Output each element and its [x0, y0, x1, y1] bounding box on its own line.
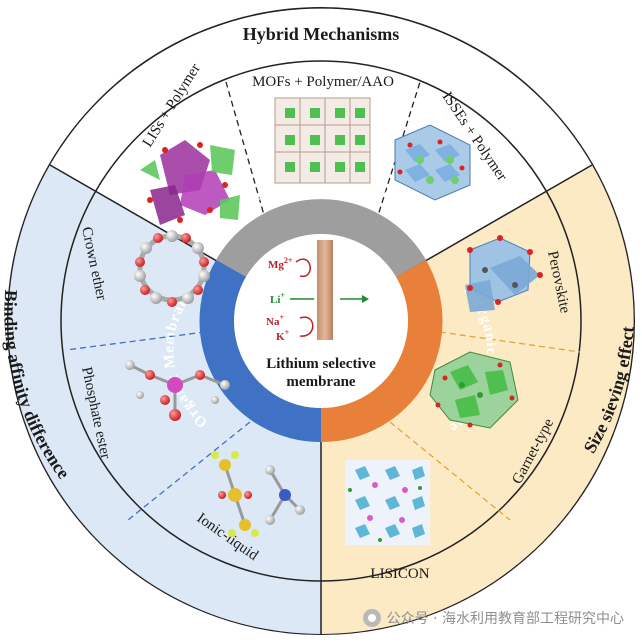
- label-lisicon: LISICON: [370, 566, 429, 582]
- label-mofs-polymer: MOFs + Polymer/AAO: [252, 74, 394, 90]
- dash-left-2: [127, 421, 251, 521]
- dash-right-2: [389, 421, 511, 521]
- dash-top-left: [225, 81, 267, 223]
- ion-k: K+: [276, 328, 290, 343]
- watermark: 公众号 · 海水利用教育部工程研究中心: [362, 608, 624, 628]
- ring-composite: [216, 199, 426, 277]
- ion-na: Na+: [266, 313, 284, 328]
- isses-structure: [394, 124, 471, 201]
- dash-right-1: [439, 331, 581, 353]
- membrane-slab: [317, 240, 333, 340]
- watermark-text: 公众号 · 海水利用教育部工程研究中心: [386, 611, 624, 627]
- dash-left-1: [65, 331, 206, 351]
- ion-mg: Mg2+: [268, 256, 293, 271]
- arrow-mg: [295, 258, 311, 277]
- arrowhead-li: [362, 295, 369, 303]
- crown-ether-molecule: [134, 230, 210, 307]
- wechat-icon: [362, 609, 381, 627]
- ion-li: Li+: [270, 291, 285, 306]
- ring-organic: [199, 260, 321, 443]
- ring-inorganic: [321, 260, 443, 443]
- ionic-liquid-molecule: [211, 451, 305, 537]
- center-title-line2: membrane: [286, 374, 355, 390]
- lisicon-structure: [345, 460, 430, 545]
- liss-polymer-structure: [140, 140, 240, 225]
- garnet-structure: [429, 351, 519, 429]
- phosphate-ester-molecule: [125, 360, 230, 421]
- perovskite-structure: [465, 235, 543, 312]
- mofs-structure: [274, 97, 371, 184]
- label-hybrid-mechanisms: Hybrid Mechanisms: [243, 24, 400, 44]
- center-title-line1: Lithium selective: [266, 356, 376, 372]
- arrow-nak: [299, 316, 314, 337]
